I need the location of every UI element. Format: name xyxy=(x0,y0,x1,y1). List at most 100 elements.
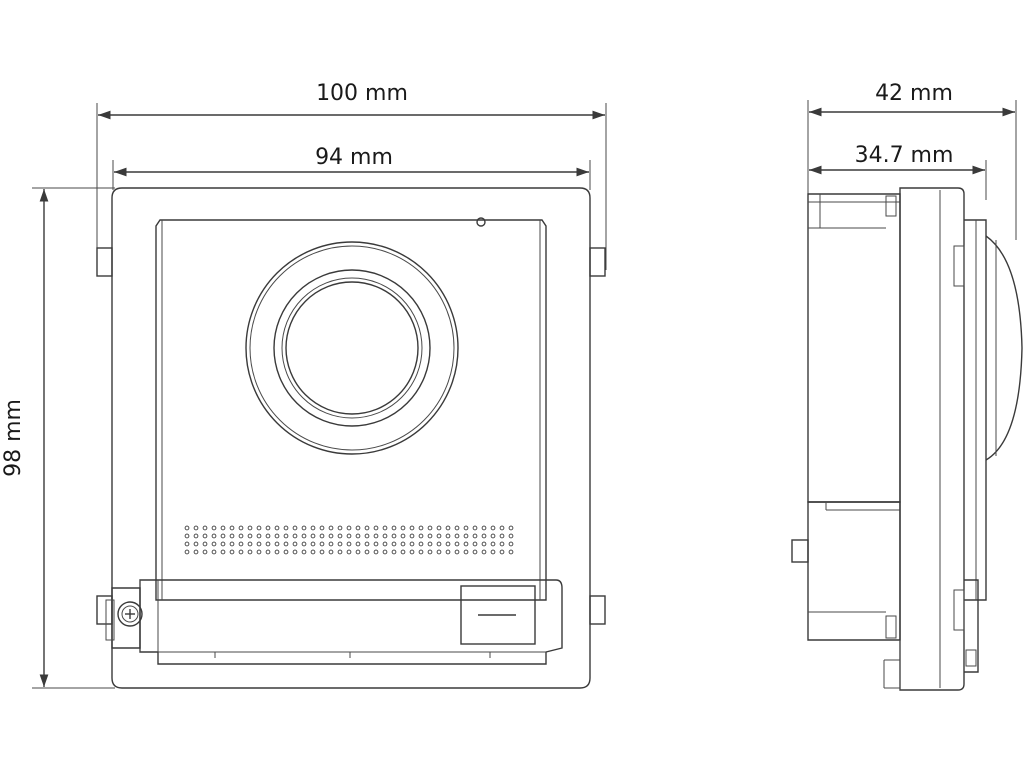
grille-hole xyxy=(355,525,361,531)
grille-hole xyxy=(364,533,370,539)
grille-hole xyxy=(193,525,199,531)
grille-hole xyxy=(229,549,235,555)
dim-height: 98 mm xyxy=(1,187,115,689)
grille-hole xyxy=(418,533,424,539)
grille-hole xyxy=(328,541,334,547)
grille-hole xyxy=(274,533,280,539)
grille-hole xyxy=(247,533,253,539)
grille-hole xyxy=(427,549,433,555)
grille-hole xyxy=(211,549,217,555)
grille-hole xyxy=(454,525,460,531)
grille-hole xyxy=(283,541,289,547)
grille-hole xyxy=(238,525,244,531)
grille-hole xyxy=(193,533,199,539)
grille-hole xyxy=(292,533,298,539)
grille-hole xyxy=(481,533,487,539)
grille-hole xyxy=(328,533,334,539)
grille-hole xyxy=(328,525,334,531)
grille-hole xyxy=(310,533,316,539)
screw-icon xyxy=(105,587,143,649)
grille-hole xyxy=(508,525,514,531)
grille-hole xyxy=(319,541,325,547)
grille-hole xyxy=(220,549,226,555)
grille-hole xyxy=(265,541,271,547)
grille-hole xyxy=(499,533,505,539)
grille-hole xyxy=(499,549,505,555)
grille-hole xyxy=(211,533,217,539)
grille-hole xyxy=(211,525,217,531)
grille-hole xyxy=(364,541,370,547)
grille-hole xyxy=(247,549,253,555)
grille-hole xyxy=(202,533,208,539)
grille-hole xyxy=(310,525,316,531)
grille-hole xyxy=(400,533,406,539)
grille-hole xyxy=(202,525,208,531)
side-view xyxy=(791,187,1023,691)
grille-hole xyxy=(355,549,361,555)
speaker-grille-icon xyxy=(184,525,514,555)
grille-hole xyxy=(373,549,379,555)
grille-hole xyxy=(400,541,406,547)
grille-hole xyxy=(310,549,316,555)
grille-hole xyxy=(463,525,469,531)
grille-hole xyxy=(238,541,244,547)
grille-hole xyxy=(229,525,235,531)
indicator-led-icon xyxy=(476,217,486,227)
grille-hole xyxy=(274,541,280,547)
grille-hole xyxy=(508,541,514,547)
grille-hole xyxy=(184,525,190,531)
grille-hole xyxy=(472,541,478,547)
front-view xyxy=(96,187,606,689)
grille-hole xyxy=(292,541,298,547)
dim-depth-body: 34.7 mm xyxy=(809,143,987,200)
grille-hole xyxy=(436,525,442,531)
grille-hole xyxy=(382,541,388,547)
grille-hole xyxy=(202,549,208,555)
grille-hole xyxy=(355,533,361,539)
grille-hole xyxy=(220,541,226,547)
grille-hole xyxy=(364,549,370,555)
grille-hole xyxy=(229,533,235,539)
grille-hole xyxy=(346,549,352,555)
grille-hole xyxy=(220,533,226,539)
grille-hole xyxy=(337,525,343,531)
grille-hole xyxy=(283,549,289,555)
grille-hole xyxy=(409,541,415,547)
grille-hole xyxy=(319,533,325,539)
grille-hole xyxy=(445,541,451,547)
grille-hole xyxy=(301,549,307,555)
grille-hole xyxy=(256,541,262,547)
grille-hole xyxy=(445,549,451,555)
grille-hole xyxy=(418,549,424,555)
grille-hole xyxy=(301,541,307,547)
grille-hole xyxy=(427,533,433,539)
grille-hole xyxy=(490,533,496,539)
grille-hole xyxy=(508,533,514,539)
grille-hole xyxy=(445,533,451,539)
grille-hole xyxy=(400,549,406,555)
grille-hole xyxy=(400,525,406,531)
grille-hole xyxy=(364,525,370,531)
grille-hole xyxy=(427,541,433,547)
grille-hole xyxy=(382,525,388,531)
grille-hole xyxy=(391,525,397,531)
grille-hole xyxy=(238,533,244,539)
grille-hole xyxy=(193,549,199,555)
dim-inner-width: 94 mm xyxy=(112,145,591,190)
grille-hole xyxy=(193,541,199,547)
grille-hole xyxy=(481,549,487,555)
grille-hole xyxy=(256,525,262,531)
grille-hole xyxy=(310,541,316,547)
grille-hole xyxy=(247,541,253,547)
grille-hole xyxy=(490,549,496,555)
dim-outer-width: 100 mm xyxy=(96,81,607,270)
grille-hole xyxy=(418,541,424,547)
grille-hole xyxy=(373,541,379,547)
inner-width-label: 94 mm xyxy=(315,145,393,170)
grille-hole xyxy=(256,549,262,555)
grille-hole xyxy=(301,525,307,531)
grille-hole xyxy=(463,533,469,539)
grille-hole xyxy=(463,541,469,547)
grille-hole xyxy=(184,533,190,539)
